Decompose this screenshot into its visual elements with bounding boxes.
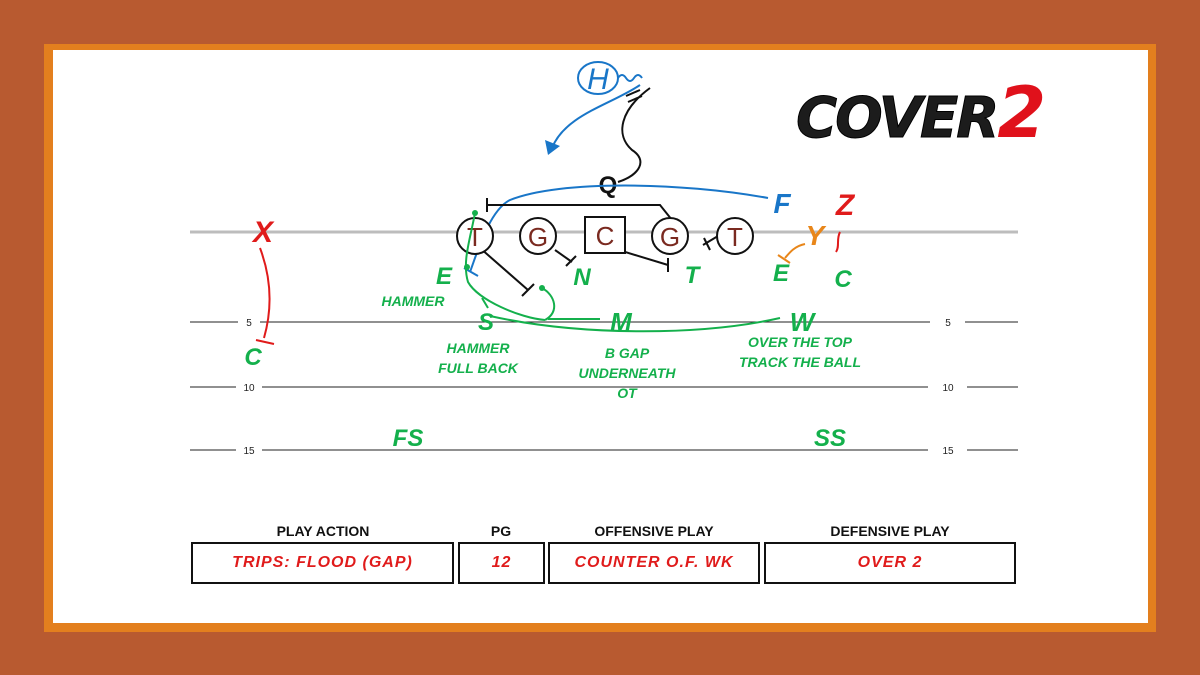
will-linebacker: W: [790, 307, 817, 337]
yard-line-10: 10 10: [190, 383, 1018, 394]
mike-linebacker: M: [610, 307, 633, 337]
right-tackle: T: [716, 217, 754, 255]
corner-right: C: [834, 266, 852, 293]
note-w-line1: OVER THE TOP: [748, 334, 853, 350]
defensive-play-value: OVER 2: [857, 554, 923, 571]
note-m-line3: OT: [617, 385, 638, 401]
strong-safety: SS: [814, 425, 846, 452]
free-safety: FS: [393, 425, 424, 452]
offensive-play-box: COUNTER O.F. WK: [548, 542, 760, 584]
z-route: [835, 231, 841, 253]
yard-label: 5: [945, 318, 951, 329]
arrow-head: [545, 140, 560, 155]
y-route: [784, 243, 806, 259]
flanker: Z: [835, 189, 856, 222]
corner-left: C: [244, 344, 262, 371]
defensive-tackle: T: [685, 262, 702, 289]
pg-value: 12: [491, 554, 512, 571]
nose-tackle: N: [573, 264, 591, 291]
yard-line-15: 15 15: [190, 446, 1018, 457]
svg-text:C: C: [596, 221, 615, 251]
split-end: X: [251, 216, 275, 249]
strong-linebacker: S: [478, 309, 494, 336]
right-guard: G: [651, 217, 689, 255]
header-pg: PG: [490, 523, 512, 539]
yard-label: 10: [942, 383, 954, 394]
h-motion-route: [551, 84, 641, 149]
defensive-end-right: E: [773, 260, 790, 287]
note-s-line1: HAMMER: [447, 340, 511, 356]
svg-text:G: G: [528, 222, 548, 252]
note-hammer: HAMMER: [382, 293, 446, 309]
yard-label: 5: [246, 318, 252, 329]
header-play-action: PLAY ACTION: [276, 523, 370, 539]
fullback: F: [773, 188, 791, 219]
note-m-line1: B GAP: [605, 345, 650, 361]
left-tackle: T: [456, 217, 494, 255]
logo-word: COVER: [795, 86, 999, 152]
header-offensive-play: OFFENSIVE PLAY: [594, 523, 714, 539]
m-route: [541, 287, 556, 321]
cover2-logo: COVER2: [795, 72, 1046, 154]
note-w-line2: TRACK THE BALL: [739, 354, 861, 370]
logo-number: 2: [997, 72, 1046, 154]
defensive-end-left: E: [436, 263, 453, 290]
s-route: [464, 212, 546, 321]
qb-route: [617, 87, 651, 183]
x-route: [259, 247, 271, 339]
pg-box: 12: [458, 542, 545, 584]
pull-block-line: [487, 204, 673, 221]
yard-line-5: 5 5: [190, 318, 1018, 329]
yard-label: 15: [243, 446, 255, 457]
play-action-box: TRIPS: FLOOD (GAP): [191, 542, 454, 584]
center: C: [584, 216, 626, 254]
offensive-play-value: COUNTER O.F. WK: [574, 554, 734, 571]
header-defensive-play: DEFENSIVE PLAY: [830, 523, 950, 539]
w-route: [489, 315, 781, 333]
tight-end: Y: [806, 220, 827, 251]
left-guard: G: [519, 217, 557, 255]
defensive-play-box: OVER 2: [764, 542, 1016, 584]
h-back: H: [577, 61, 643, 96]
svg-text:T: T: [727, 222, 743, 252]
svg-text:H: H: [587, 63, 609, 96]
note-m-line2: UNDERNEATH: [579, 365, 677, 381]
svg-text:G: G: [660, 222, 680, 252]
yard-label: 10: [243, 383, 255, 394]
play-action-value: TRIPS: FLOOD (GAP): [232, 554, 413, 571]
yard-label: 15: [942, 446, 954, 457]
note-s-line2: FULL BACK: [438, 360, 519, 376]
whiteboard: [53, 50, 1148, 623]
